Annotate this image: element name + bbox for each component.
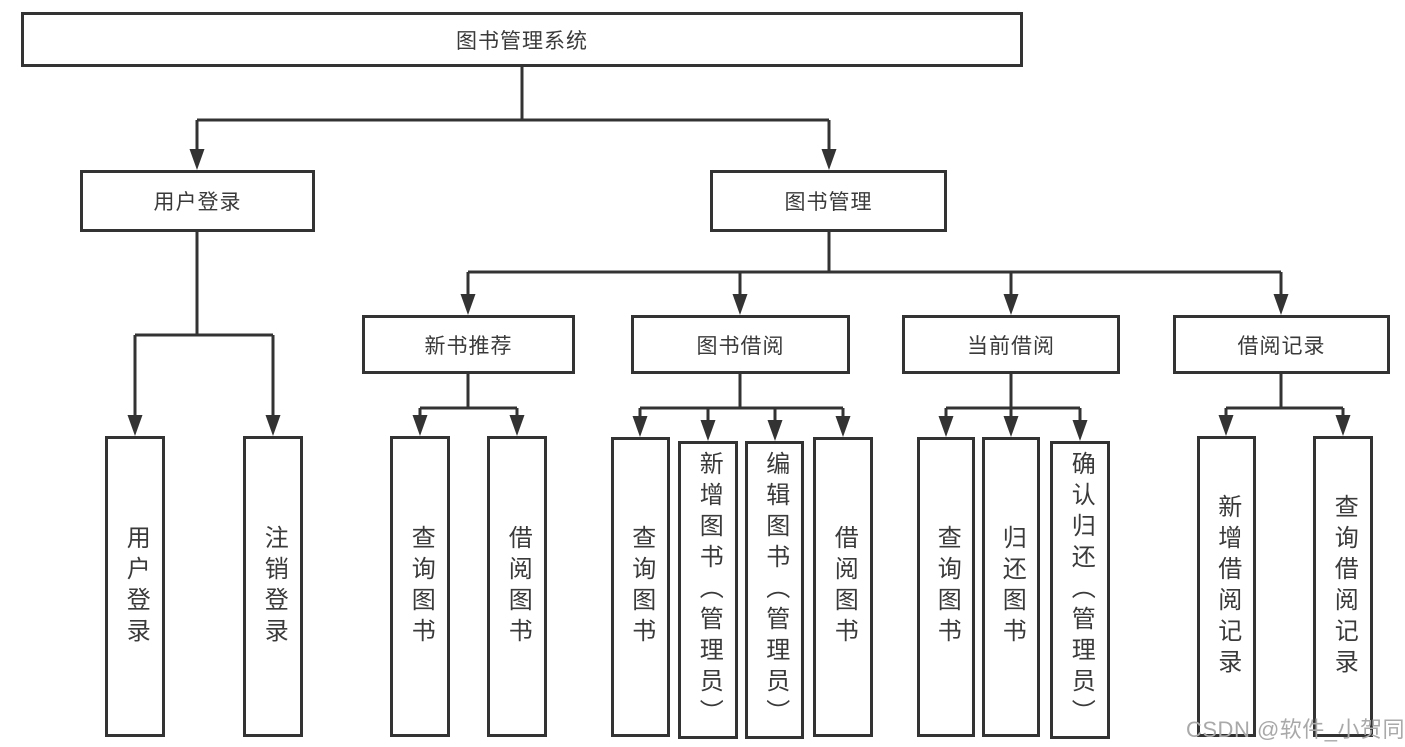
csdn-watermark: CSDN @软件_小贺同学	[1186, 717, 1405, 742]
node-bb-add-books-admin: 新增图书（管理员）	[678, 441, 738, 739]
edge-new-rec-children	[412, 374, 525, 436]
node-user-login-leaf: 用户登录	[105, 436, 165, 737]
node-cb-return-books: 归还图书	[982, 437, 1040, 737]
edge-user-login-children	[127, 232, 281, 436]
node-bb-borrow-books: 借阅图书	[813, 437, 873, 737]
edge-root-to-level2	[189, 67, 837, 170]
node-cb-confirm-return-admin: 确认归还（管理员）	[1050, 441, 1110, 739]
node-borrow-records: 借阅记录	[1173, 315, 1390, 374]
node-book-borrowing: 图书借阅	[631, 315, 850, 374]
edge-cur-borrow-children	[938, 374, 1088, 441]
node-logout-leaf: 注销登录	[243, 436, 303, 737]
node-bb-query-books: 查询图书	[611, 437, 670, 737]
node-user-login: 用户登录	[80, 170, 315, 232]
edge-book-borrow-children	[632, 374, 851, 441]
node-new-book-recommend: 新书推荐	[362, 315, 575, 374]
node-book-management: 图书管理	[710, 170, 947, 232]
node-current-borrowing: 当前借阅	[902, 315, 1120, 374]
node-br-query-record: 查询借阅记录	[1313, 436, 1373, 737]
node-library-system: 图书管理系统	[21, 12, 1023, 67]
node-nbr-query-books: 查询图书	[390, 436, 450, 737]
node-bb-edit-books-admin: 编辑图书（管理员）	[745, 441, 804, 739]
node-nbr-borrow-books: 借阅图书	[487, 436, 547, 737]
edge-borrow-rec-children	[1218, 374, 1351, 436]
node-cb-query-books: 查询图书	[917, 437, 975, 737]
node-br-add-record: 新增借阅记录	[1197, 436, 1256, 737]
edge-book-mgmt-children	[460, 232, 1289, 315]
